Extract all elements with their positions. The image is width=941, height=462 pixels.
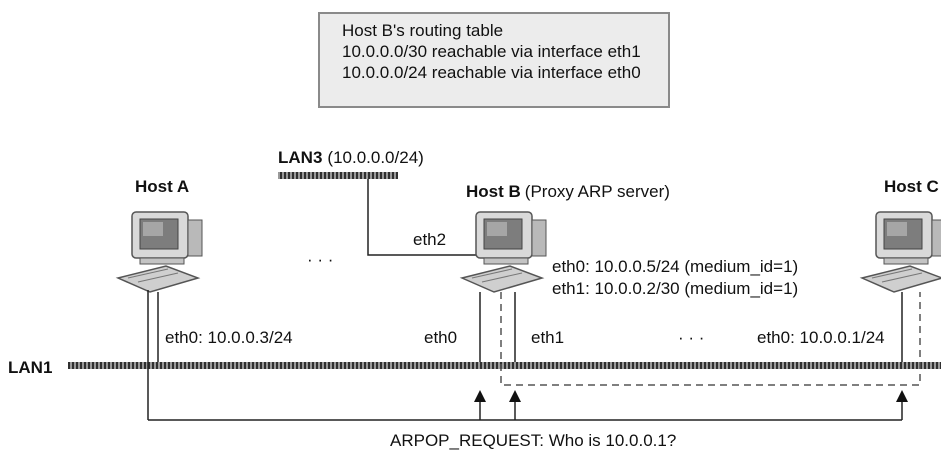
host-b-eth1-label: eth1 bbox=[531, 328, 564, 347]
lan3-segment bbox=[278, 172, 398, 179]
routing-entry: 10.0.0.0/30 reachable via interface eth1 bbox=[342, 42, 641, 61]
eth1-logical-path bbox=[500, 292, 921, 386]
host-c-computer bbox=[861, 211, 941, 293]
host-c-iface-label: eth0: 10.0.0.1/24 bbox=[757, 328, 885, 347]
host-b-computer bbox=[461, 211, 547, 293]
ellipsis-right: · · · bbox=[678, 328, 704, 347]
ellipsis-left: · · · bbox=[307, 250, 333, 269]
lan1-segment bbox=[68, 362, 941, 369]
routing-entry: 10.0.0.0/24 reachable via interface eth0 bbox=[342, 63, 641, 82]
arrow-up-icon bbox=[474, 390, 486, 402]
arrow-up-icon bbox=[509, 390, 521, 402]
host-a-computer bbox=[117, 211, 203, 293]
arrow-up-icon bbox=[896, 390, 908, 402]
lan3-label: LAN3(10.0.0.0/24) bbox=[278, 148, 424, 167]
routing-table-box: Host B's routing table 10.0.0.0/30 reach… bbox=[318, 12, 670, 108]
host-b-label: Host B(Proxy ARP server) bbox=[466, 182, 670, 201]
host-a-iface-label: eth0: 10.0.0.3/24 bbox=[165, 328, 293, 347]
eth2-label: eth2 bbox=[413, 230, 446, 249]
eth2-link bbox=[367, 179, 480, 256]
host-b-eth0-config: eth0: 10.0.0.5/24 (medium_id=1) bbox=[552, 257, 798, 276]
host-b-eth0-label: eth0 bbox=[424, 328, 457, 347]
host-b-eth1-config: eth1: 10.0.0.2/30 (medium_id=1) bbox=[552, 279, 798, 298]
host-a-label: Host A bbox=[135, 177, 189, 196]
lan1-label: LAN1 bbox=[8, 358, 52, 377]
routing-table-title: Host B's routing table bbox=[342, 21, 504, 40]
host-c-label: Host C bbox=[884, 177, 939, 196]
arp-request-label: ARPOP_REQUEST: Who is 10.0.0.1? bbox=[390, 431, 676, 450]
